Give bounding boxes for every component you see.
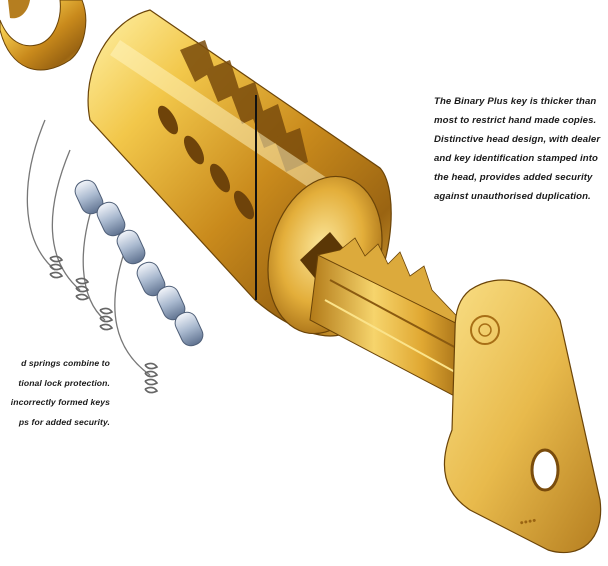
caption-line: and key identification stamped into [434,149,606,168]
caption-line: tional lock protection. [0,374,110,394]
key-blade [310,238,470,400]
caption-line: against unauthorised duplication. [434,187,606,206]
brass-ring-partial [0,0,86,70]
caption-line: ps for added security. [0,413,110,433]
key-description-caption: The Binary Plus key is thicker than most… [434,92,606,206]
key-head: ●●●● [445,280,601,553]
caption-line: The Binary Plus key is thicker than [434,92,606,111]
caption-line: incorrectly formed keys [0,393,110,413]
caption-line: the head, provides added security [434,168,606,187]
springs-description-caption: d springs combine to tional lock protect… [0,354,110,432]
caption-line: Distinctive head design, with dealer [434,130,606,149]
caption-line: most to restrict hand made copies. [434,111,606,130]
caption-line: d springs combine to [0,354,110,374]
